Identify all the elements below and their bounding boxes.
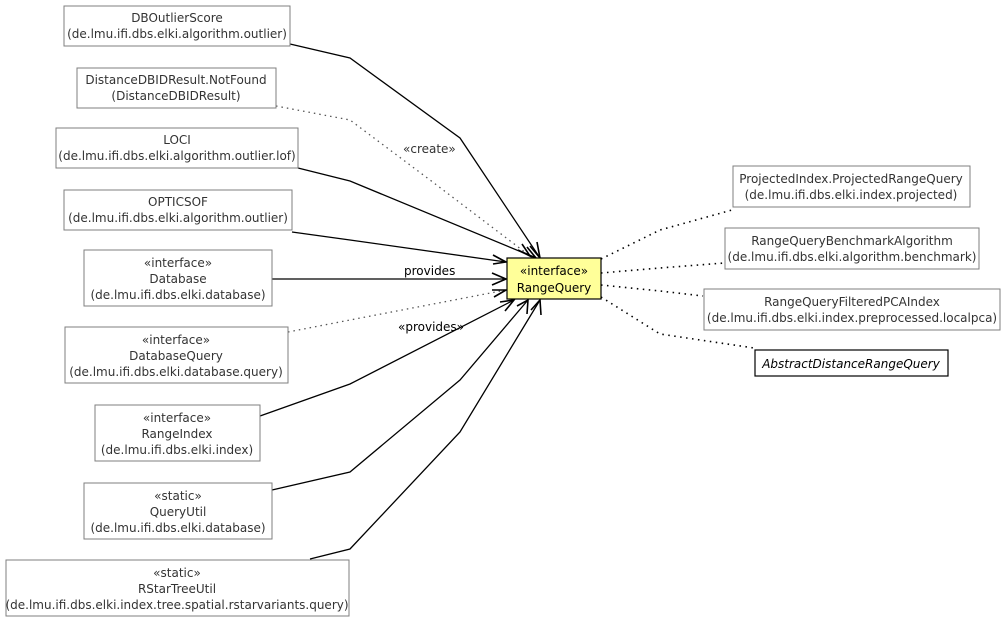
node-name: RangeIndex <box>141 427 212 441</box>
left-node-databasequery[interactable]: «interface» DatabaseQuery (de.lmu.ifi.db… <box>64 326 289 384</box>
node-stereotype: «interface» <box>142 333 210 347</box>
left-node-distancedbidresult-notfound[interactable]: DistanceDBIDResult.NotFound (DistanceDBI… <box>76 67 277 109</box>
center-name: RangeQuery <box>517 281 592 295</box>
edge-rangequerybenchmark <box>600 262 725 274</box>
left-node-rstartreeutil[interactable]: «static» RStarTreeUtil (de.lmu.ifi.dbs.e… <box>5 559 350 617</box>
right-node-projectedrangequery[interactable]: ProjectedIndex.ProjectedRangeQuery (de.l… <box>732 165 971 208</box>
node-stereotype: «interface» <box>143 411 211 425</box>
node-name: OPTICSOF <box>148 195 208 209</box>
arrowheads <box>491 241 542 316</box>
edge-opticsof <box>291 231 507 263</box>
edge-rstartreeutil <box>309 299 541 560</box>
edge-projectedrangequery <box>600 209 733 260</box>
edge-databasequery-provides <box>287 289 507 333</box>
node-name: QueryUtil <box>150 505 207 519</box>
node-package: (de.lmu.ifi.dbs.elki.index.tree.spatial.… <box>5 598 348 612</box>
node-package: (de.lmu.ifi.dbs.elki.algorithm.benchmark… <box>728 250 977 264</box>
edge-rangeindex <box>259 299 515 417</box>
edge-label-provides-stereo: «provides» <box>398 320 464 334</box>
node-package: (de.lmu.ifi.dbs.elki.index.preprocessed.… <box>707 311 997 325</box>
node-name: AbstractDistanceRangeQuery <box>761 357 941 371</box>
edges: «create» provides «provides» <box>259 43 755 560</box>
node-package: (de.lmu.ifi.dbs.elki.database.query) <box>69 365 283 379</box>
right-node-abstractdistancerangequery[interactable]: AbstractDistanceRangeQuery <box>754 349 949 377</box>
arrowhead-queryutil <box>516 298 529 315</box>
left-node-database[interactable]: «interface» Database (de.lmu.ifi.dbs.elk… <box>83 249 273 307</box>
edge-label-provides: provides <box>404 264 455 278</box>
edge-notfound-create <box>275 105 531 257</box>
arrowhead-databasequery <box>492 289 509 298</box>
edge-label-create: «create» <box>403 142 456 156</box>
left-node-loci[interactable]: LOCI (de.lmu.ifi.dbs.elki.algorithm.outl… <box>55 127 299 169</box>
node-stereotype: «static» <box>153 566 201 580</box>
node-name: RStarTreeUtil <box>138 582 216 596</box>
node-package: (de.lmu.ifi.dbs.elki.algorithm.outlier) <box>68 211 288 225</box>
right-node-rangequerybenchmarkalgorithm[interactable]: RangeQueryBenchmarkAlgorithm (de.lmu.ifi… <box>724 227 980 270</box>
node-package: (de.lmu.ifi.dbs.elki.database) <box>90 521 265 535</box>
node-package: (de.lmu.ifi.dbs.elki.index) <box>101 443 253 457</box>
edge-abstractdistancerangequery <box>600 296 755 349</box>
arrowhead-rangeindex <box>499 298 516 312</box>
node-package: (de.lmu.ifi.dbs.elki.algorithm.outlier) <box>67 27 287 41</box>
node-package: (DistanceDBIDResult) <box>111 89 240 103</box>
edge-dboutlierscore <box>289 43 541 259</box>
left-node-queryutil[interactable]: «static» QueryUtil (de.lmu.ifi.dbs.elki.… <box>83 482 273 540</box>
arrowhead-database <box>491 272 509 286</box>
center-stereotype: «interface» <box>520 264 588 278</box>
arrowhead-rstartreeutil <box>530 298 542 316</box>
node-package: (de.lmu.ifi.dbs.elki.index.projected) <box>745 188 958 202</box>
node-name: RangeQueryFilteredPCAIndex <box>764 295 940 309</box>
node-name: RangeQueryBenchmarkAlgorithm <box>751 234 953 248</box>
node-name: DistanceDBIDResult.NotFound <box>85 73 266 87</box>
edge-rangequeryfilteredpca <box>600 284 704 297</box>
node-name: Database <box>149 272 206 286</box>
left-node-opticsof[interactable]: OPTICSOF (de.lmu.ifi.dbs.elki.algorithm.… <box>63 189 293 231</box>
node-name: ProjectedIndex.ProjectedRangeQuery <box>739 172 962 186</box>
node-name: LOCI <box>163 133 191 147</box>
edge-queryutil <box>271 299 529 491</box>
node-name: DatabaseQuery <box>129 349 223 363</box>
node-name: DBOutlierScore <box>131 11 223 25</box>
node-stereotype: «interface» <box>144 256 212 270</box>
node-package: (de.lmu.ifi.dbs.elki.algorithm.outlier.l… <box>58 149 295 163</box>
node-stereotype: «static» <box>154 489 202 503</box>
left-node-dboutlierscore[interactable]: DBOutlierScore (de.lmu.ifi.dbs.elki.algo… <box>63 5 291 47</box>
left-node-rangeindex[interactable]: «interface» RangeIndex (de.lmu.ifi.dbs.e… <box>94 404 261 462</box>
node-package: (de.lmu.ifi.dbs.elki.database) <box>90 288 265 302</box>
edge-loci <box>297 167 537 259</box>
arrowhead-opticsof <box>492 254 509 265</box>
center-node-rangequery[interactable]: «interface» RangeQuery <box>506 257 602 300</box>
right-node-rangequeryfilteredpcaindex[interactable]: RangeQueryFilteredPCAIndex (de.lmu.ifi.d… <box>703 288 1001 331</box>
